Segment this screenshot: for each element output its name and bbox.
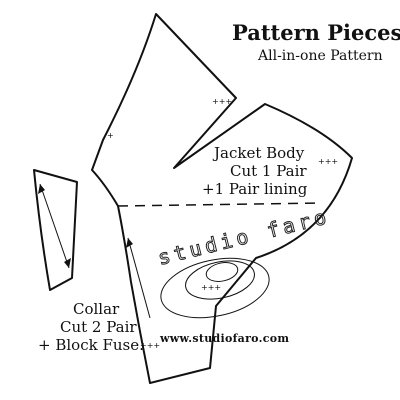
- fold-line: [117, 202, 323, 207]
- jacket-body-title: Jacket Body: [212, 144, 305, 162]
- collar-title: Collar: [73, 300, 120, 318]
- jacket-body-cut: Cut 1 Pair: [230, 162, 307, 180]
- collar-outline: [33, 169, 78, 291]
- collar-cut: Cut 2 Pair: [60, 318, 137, 336]
- page-title: Pattern Pieces: [232, 20, 400, 45]
- watermark-swirl: [160, 257, 270, 319]
- notch-mark: +++: [140, 341, 160, 350]
- notch-mark: +++: [201, 283, 221, 292]
- body-grain-arrow: [126, 237, 151, 319]
- watermark-text: studio faro: [155, 204, 332, 270]
- website-url: www.studiofaro.com: [159, 332, 289, 345]
- notch-mark: +++: [318, 157, 338, 166]
- collar-fuse: + Block Fuse.: [38, 336, 144, 354]
- jacket-body-outline: [91, 13, 353, 384]
- collar-grain-arrow: [38, 183, 71, 269]
- notch-mark: +: [107, 131, 114, 140]
- page-subtitle: All-in-one Pattern: [257, 48, 383, 64]
- jacket-body-lining: +1 Pair lining: [202, 180, 308, 198]
- notch-mark: +++: [212, 97, 232, 106]
